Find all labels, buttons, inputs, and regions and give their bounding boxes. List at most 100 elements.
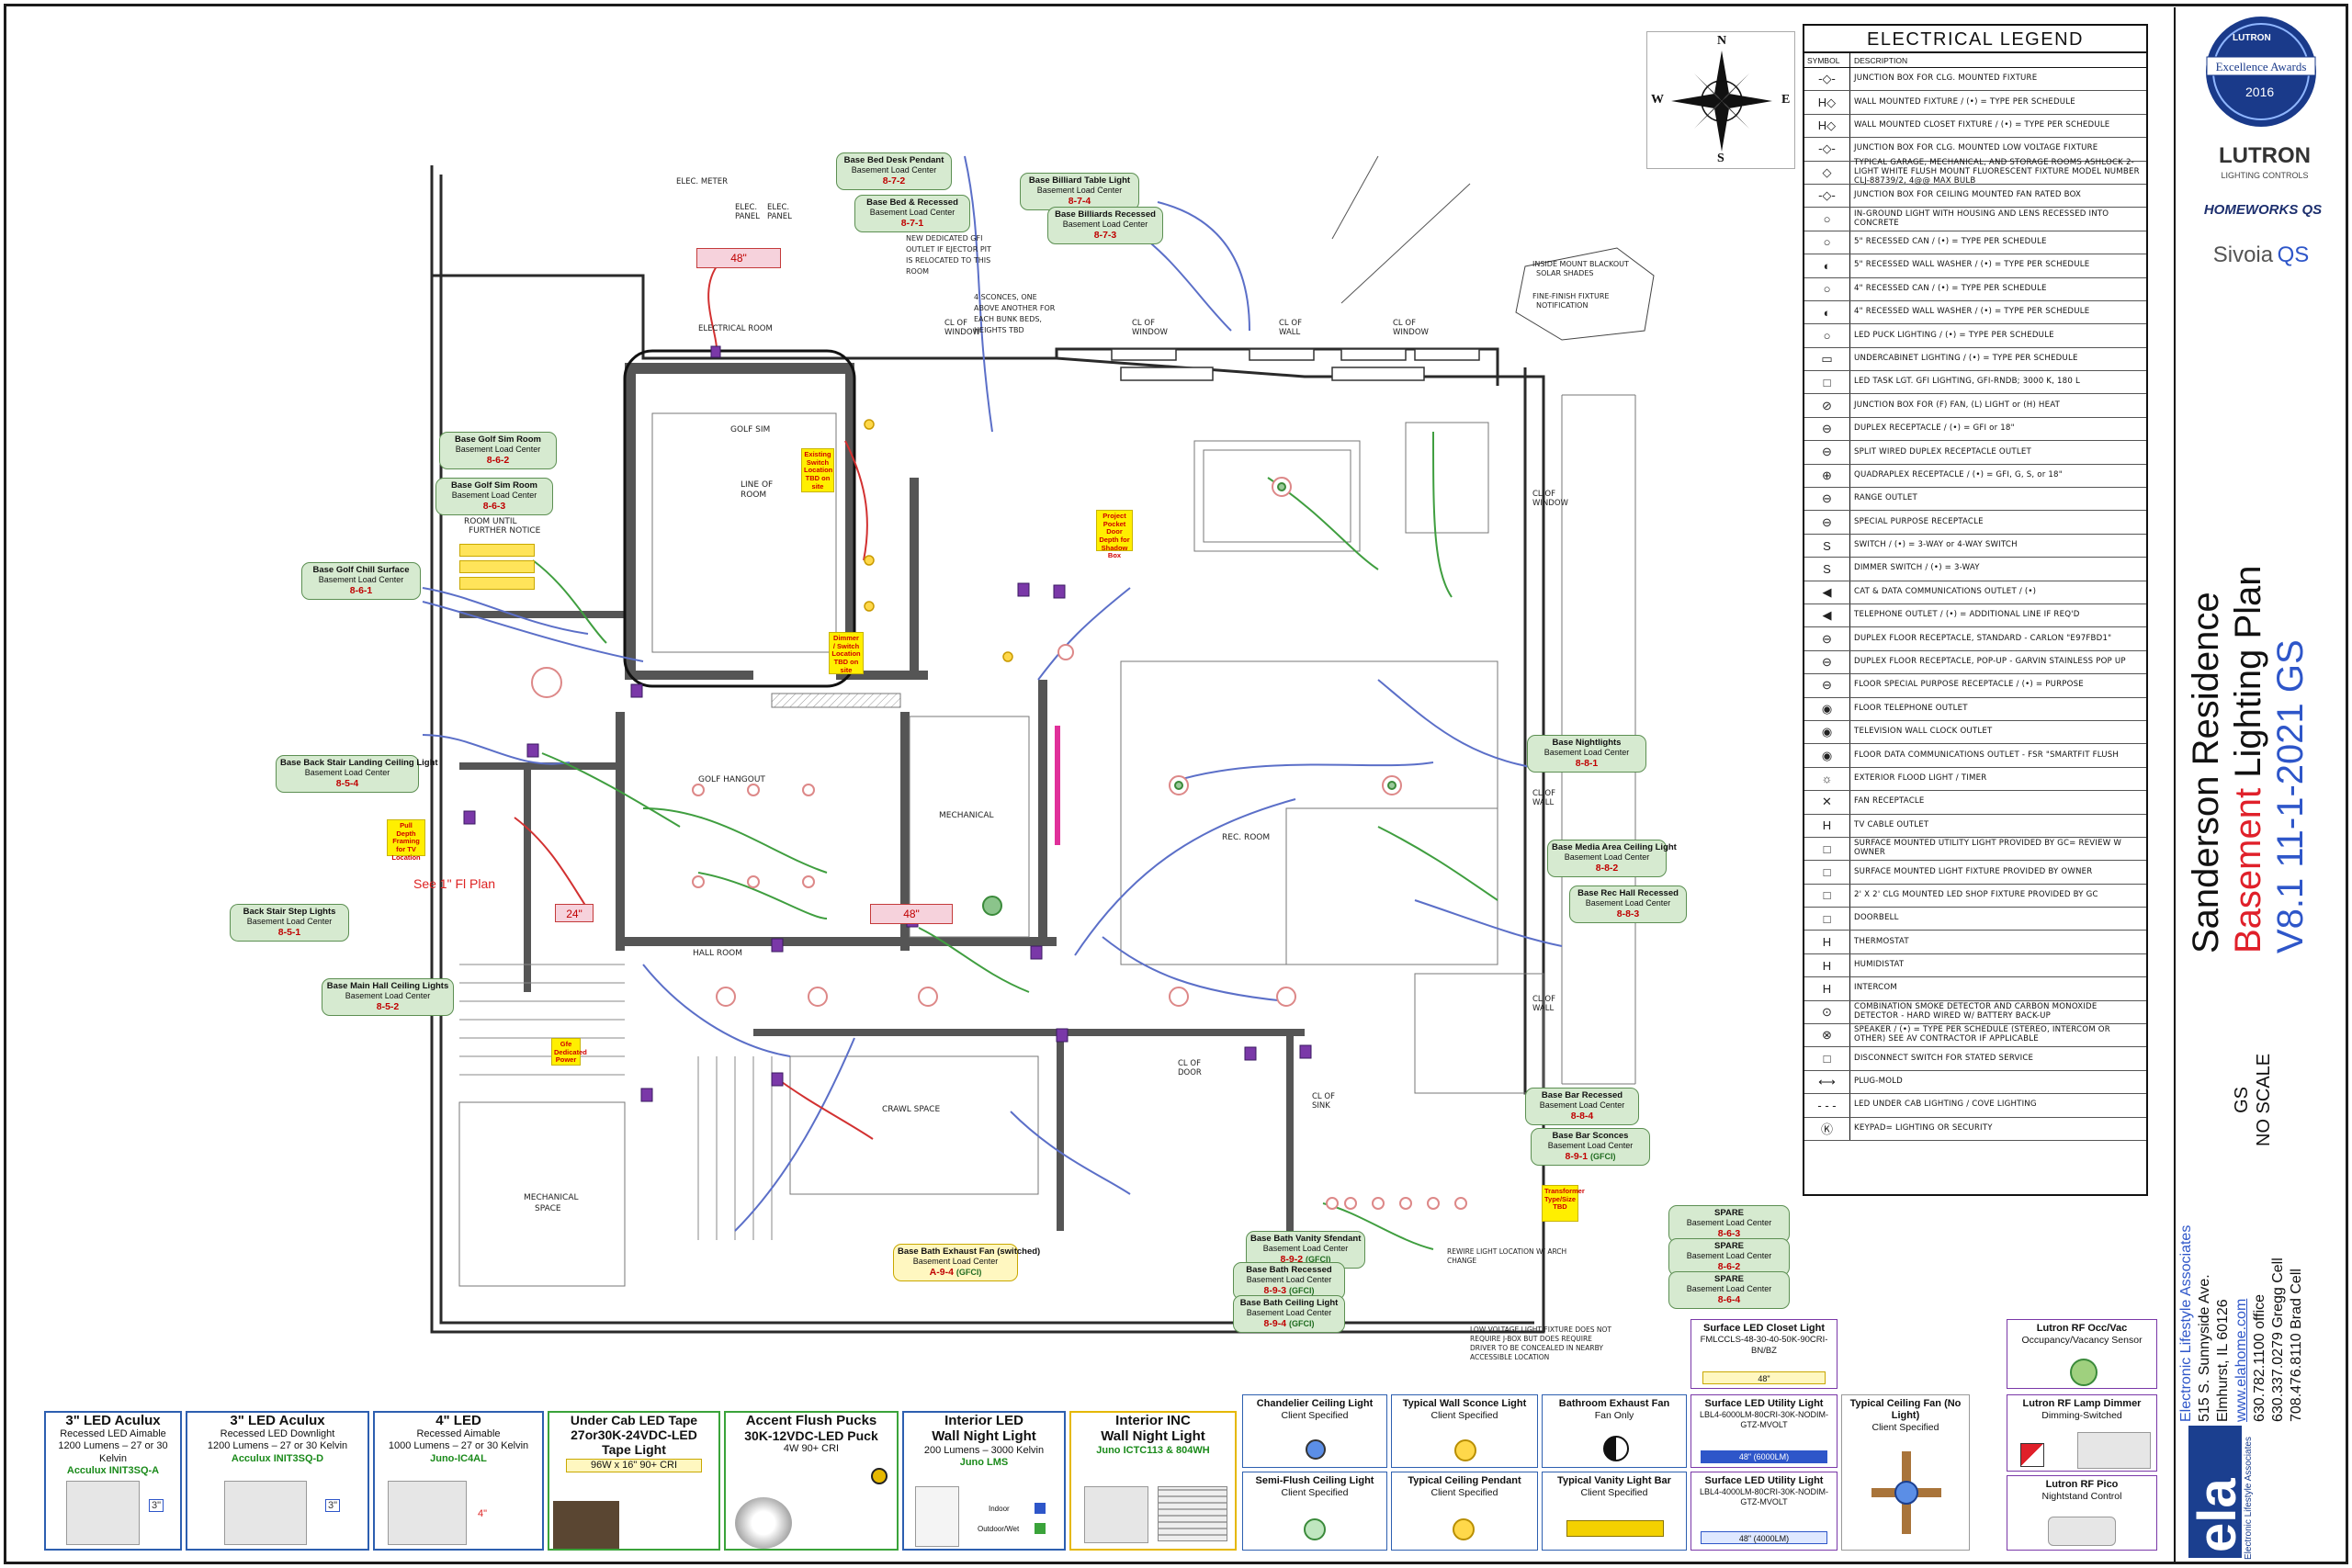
callout-bath-recessed[interactable]: Base Bath Recessed Basement Load Center …	[1233, 1262, 1345, 1300]
callout-spare-3[interactable]: SPARE Basement Load Center 8-6-4	[1668, 1271, 1790, 1309]
product-line1: 30K-12VDC-LED Puck	[744, 1428, 878, 1444]
dimension-48-lower: 48"	[870, 904, 953, 924]
product-line1: Recessed Aimable	[416, 1428, 501, 1440]
legend-symbol-icon: ▭	[1804, 347, 1850, 371]
callout-title: SPARE	[1713, 1274, 1745, 1284]
callout-golf-chill-surface[interactable]: Base Golf Chill Surface Basement Load Ce…	[301, 562, 421, 600]
callout-title: Base Nightlights	[1552, 738, 1622, 748]
project-version: V8.1 11-1-2021 GS	[2270, 639, 2311, 953]
legend-symbol-icon: ⊖	[1804, 417, 1850, 441]
callout-spare-2[interactable]: SPARE Basement Load Center 8-6-2	[1668, 1238, 1790, 1276]
legend-description: 4" RECESSED WALL WASHER / (•) = TYPE PER…	[1854, 307, 2090, 317]
callout-circuit: 8-6-2	[486, 455, 510, 467]
note-switch-location: Existing Switch Location TBD on site	[801, 448, 834, 492]
callout-back-stair-step[interactable]: Back Stair Step Lights Basement Load Cen…	[230, 904, 349, 942]
callout-main-hall-ceiling[interactable]: Base Main Hall Ceiling Lights Basement L…	[322, 978, 454, 1016]
legend-description: DISCONNECT SWITCH FOR STATED SERVICE	[1854, 1053, 2034, 1063]
legend-description: DUPLEX FLOOR RECEPTACLE, STANDARD - CARL…	[1854, 633, 2112, 643]
product-photo	[388, 1481, 467, 1545]
legend-description: INTERCOM	[1854, 983, 1897, 993]
dimension-24: 24"	[555, 904, 594, 922]
callout-bath-ceiling[interactable]: Base Bath Ceiling Light Basement Load Ce…	[1233, 1295, 1345, 1333]
callout-billiard-table[interactable]: Base Billiard Table Light Basement Load …	[1020, 173, 1139, 210]
callout-circuit: 8-9-3	[1263, 1285, 1287, 1297]
red-wires	[514, 265, 874, 1140]
svg-text:PANEL: PANEL	[767, 212, 792, 221]
product-tag: 4"	[478, 1508, 488, 1519]
callout-title: Base Back Stair Landing Ceiling Light	[280, 758, 438, 768]
svg-text:CL OF: CL OF	[1132, 319, 1155, 328]
vanity-bar-icon	[1566, 1520, 1664, 1537]
callout-bed-recessed[interactable]: Base Bed & Recessed Basement Load Center…	[854, 195, 970, 232]
callout-golf-sim-1[interactable]: Base Golf Sim Room Basement Load Center …	[439, 432, 557, 469]
legend-description: RANGE OUTLET	[1854, 493, 1917, 503]
svg-text:REWIRE LIGHT LOCATION W/ ARCH: REWIRE LIGHT LOCATION W/ ARCH	[1447, 1247, 1566, 1256]
callout-title: Base Bath Exhaust Fan (switched)	[898, 1247, 1041, 1257]
svg-text:OUTLET IF EJECTOR PIT: OUTLET IF EJECTOR PIT	[906, 245, 991, 254]
award-top: LUTRON	[2233, 33, 2271, 43]
company-address2: Elmhurst, IL 60126	[2215, 1299, 2231, 1422]
legend-symbol-icon: -◇-	[1804, 184, 1850, 208]
card-wall-sconce: Typical Wall Sconce Light Client Specifi…	[1391, 1394, 1538, 1468]
svg-text:WALL: WALL	[1279, 328, 1300, 337]
svg-text:WALL: WALL	[1532, 798, 1554, 807]
legend-row: ◐5" RECESSED WALL WASHER / (•) = TYPE PE…	[1804, 254, 2146, 278]
compass-w: W	[1651, 93, 1664, 107]
legend-description: PLUG-MOLD	[1854, 1077, 1903, 1087]
callout-billiards-recessed[interactable]: Base Billiards Recessed Basement Load Ce…	[1047, 207, 1163, 244]
legend-symbol-icon: ☼	[1804, 767, 1850, 791]
legend-description: EXTERIOR FLOOD LIGHT / TIMER	[1854, 773, 1987, 783]
product-head: Under Cab LED Tape	[570, 1413, 698, 1427]
callout-sub: Basement Load Center	[1585, 898, 1671, 908]
legend-symbol-icon: H	[1804, 931, 1850, 953]
callout-circuit: 8-5-2	[376, 1001, 400, 1013]
callout-nightlights[interactable]: Base Nightlights Basement Load Center 8-…	[1527, 735, 1646, 773]
svg-text:HEIGHTS TBD: HEIGHTS TBD	[974, 326, 1024, 334]
svg-text:PANEL: PANEL	[735, 212, 760, 221]
legend-symbol-icon: ⊗	[1804, 1024, 1850, 1047]
card-head: Typical Ceiling Pendant	[1408, 1475, 1521, 1486]
legend-row: ⟷PLUG-MOLD	[1804, 1070, 2146, 1095]
card-lutron-lamp-dimmer: Lutron RF Lamp Dimmer Dimming-Switched	[2007, 1394, 2157, 1472]
note-dedicated-power: Gfe Dedicated Power	[551, 1038, 587, 1066]
callout-sub: Basement Load Center	[1036, 186, 1123, 196]
legend-row: ⊘JUNCTION BOX FOR (F) FAN, (L) LIGHT or …	[1804, 394, 2146, 418]
project-title-block: Sanderson Residence Basement Lighting Pl…	[2185, 565, 2312, 953]
product-photo	[1084, 1486, 1148, 1543]
callout-bar-recessed[interactable]: Base Bar Recessed Basement Load Center 8…	[1525, 1088, 1639, 1125]
callout-sub: Basement Load Center	[851, 165, 937, 175]
callout-golf-sim-2[interactable]: Base Golf Sim Room Basement Load Center …	[435, 478, 553, 515]
product-line2: Tape Light	[602, 1442, 666, 1458]
callout-bed-desk-pendant[interactable]: Base Bed Desk Pendant Basement Load Cent…	[836, 152, 952, 190]
legend-symbol-icon: ◇	[1804, 161, 1850, 184]
callout-sub: Basement Load Center	[869, 208, 956, 218]
legend-symbol-icon: ◐	[1804, 300, 1850, 324]
legend-title: ELECTRICAL LEGEND	[1804, 26, 2146, 53]
award-name: Excellence Awards	[2215, 60, 2307, 73]
legend-row: ✕FAN RECEPTACLE	[1804, 791, 2146, 815]
card-sub: Client Specified	[1281, 1410, 1349, 1422]
callout-back-stair-landing[interactable]: Base Back Stair Landing Ceiling Light Ba…	[276, 755, 438, 793]
legend-symbol-icon: ✕	[1804, 791, 1850, 814]
callout-sub: Basement Load Center	[318, 575, 404, 585]
callout-title: Base Bath Ceiling Light	[1239, 1298, 1339, 1308]
callout-bath-exhaust[interactable]: Base Bath Exhaust Fan (switched) Basemen…	[893, 1244, 1041, 1281]
legend-row: □2' X 2' CLG MOUNTED LED SHOP FIXTURE PR…	[1804, 884, 2146, 908]
callout-circuit: 8-7-2	[882, 175, 906, 187]
legend-row: ◀CAT & DATA COMMUNICATIONS OUTLET / (•)	[1804, 581, 2146, 604]
card-head: Lutron RF Lamp Dimmer	[2022, 1398, 2142, 1409]
product-line1: 27or30K-24VDC-LED	[571, 1427, 697, 1443]
callout-extra: (GFCI)	[1589, 1152, 1616, 1162]
svg-text:ELEC.: ELEC.	[735, 203, 757, 212]
callout-rec-hall-recessed[interactable]: Base Rec Hall Recessed Basement Load Cen…	[1569, 886, 1687, 923]
legend-row: ⊖RANGE OUTLET	[1804, 488, 2146, 512]
callout-bar-sconces[interactable]: Base Bar Sconces Basement Load Center 8-…	[1531, 1128, 1650, 1166]
company-web[interactable]: www.elahome.com	[2233, 1298, 2249, 1422]
callout-spare-1[interactable]: SPARE Basement Load Center 8-6-3	[1668, 1205, 1790, 1243]
legend-row: H◇WALL MOUNTED FIXTURE / (•) = TYPE PER …	[1804, 91, 2146, 115]
product-head: Interior LED	[944, 1413, 1023, 1428]
company-address1: 515 S. Sunnyside Ave.	[2197, 1274, 2212, 1422]
sconces	[864, 419, 1013, 662]
legend-row: ⊖FLOOR SPECIAL PURPOSE RECEPTACLE / (•) …	[1804, 674, 2146, 698]
callout-media-area[interactable]: Base Media Area Ceiling Light Basement L…	[1547, 840, 1677, 877]
